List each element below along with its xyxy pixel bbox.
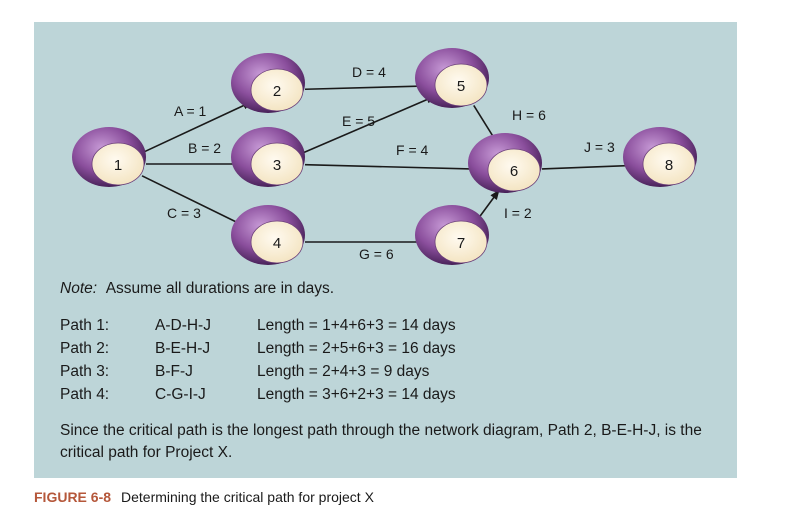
notes-section: Note: Assume all durations are in days. …: [60, 278, 750, 480]
assumption-note: Note: Assume all durations are in days.: [60, 278, 750, 300]
edge-label: I = 2: [504, 205, 532, 221]
edge-label: E = 5: [342, 113, 375, 129]
path-length: Length = 2+5+6+3 = 16 days: [257, 340, 456, 357]
edge-6-8: [541, 161, 642, 170]
edge-label: C = 3: [167, 205, 201, 221]
path-row: Path 3: B-F-J Length = 2+4+3 = 9 days: [60, 360, 750, 383]
edge-label: J = 3: [584, 139, 615, 155]
path-row: Path 4: C-G-I-J Length = 3+6+2+3 = 14 da…: [60, 383, 750, 406]
node-5: 5: [415, 48, 489, 108]
edge-label: B = 2: [188, 140, 221, 156]
path-length: Length = 3+6+2+3 = 14 days: [257, 386, 456, 403]
edge-3-5: [301, 95, 437, 155]
node-6: 6: [468, 133, 542, 193]
edge-2-5: [304, 82, 434, 91]
node-face: [250, 68, 304, 112]
node-face: [642, 142, 696, 186]
node-label: 6: [510, 163, 518, 180]
node-label: 4: [273, 235, 281, 252]
node-1: 1: [72, 127, 146, 187]
diagram-panel: A = 1 B = 2 C = 3 D = 4 E = 5 F = 4 G = 6 H = 6…: [34, 22, 737, 478]
node-face: [91, 142, 145, 186]
node-face: [434, 220, 488, 264]
node-3: 3: [231, 127, 305, 187]
node-label: 8: [665, 157, 673, 174]
conclusion-text: Since the critical path is the longest p…: [60, 422, 702, 461]
node-4: 4: [231, 205, 305, 265]
path-length: Length = 2+4+3 = 9 days: [257, 363, 430, 380]
path-name: Path 1:: [60, 317, 110, 334]
note-text: Assume all durations are in days.: [105, 280, 334, 297]
edge-3-6: [304, 163, 487, 174]
path-name: Path 3:: [60, 363, 110, 380]
node-label: 5: [457, 78, 465, 95]
paths-list: Path 1: A-D-H-J Length = 1+4+6+3 = 14 da…: [60, 314, 750, 406]
node-face: [487, 148, 541, 192]
path-name: Path 2:: [60, 340, 110, 357]
path-length: Length = 1+4+6+3 = 14 days: [257, 317, 456, 334]
node-7: 7: [415, 205, 489, 265]
path-sequence: B-F-J: [155, 363, 193, 380]
network-diagram: A = 1 B = 2 C = 3 D = 4 E = 5 F = 4 G = 6 H = 6…: [72, 48, 697, 265]
path-name: Path 4:: [60, 386, 110, 403]
edge-label: H = 6: [512, 107, 546, 123]
edge-1-2: [142, 101, 253, 154]
node-face: [250, 220, 304, 264]
node-label: 7: [457, 235, 465, 252]
node-label: 2: [273, 83, 281, 100]
edge-label: F = 4: [396, 142, 429, 158]
path-row: Path 1: A-D-H-J Length = 1+4+6+3 = 14 da…: [60, 314, 750, 337]
path-sequence: C-G-I-J: [155, 386, 206, 403]
node-face: [434, 63, 488, 107]
edge-label: D = 4: [352, 64, 386, 80]
caption-text: Determining the critical path for projec…: [121, 489, 374, 505]
path-row: Path 2: B-E-H-J Length = 2+5+6+3 = 16 da…: [60, 337, 750, 360]
figure-number: FIGURE 6-8: [34, 489, 112, 505]
node-label: 1: [114, 157, 122, 174]
edges-layer: A = 1 B = 2 C = 3 D = 4 E = 5 F = 4 G = 6 H = 6…: [141, 64, 642, 262]
note-label: Note:: [60, 280, 98, 297]
path-sequence: B-E-H-J: [155, 340, 211, 357]
path-sequence: A-D-H-J: [155, 317, 211, 334]
edge-label: G = 6: [359, 246, 394, 262]
nodes-layer: 1 2 3 4 5 6 7 8: [72, 48, 697, 265]
figure-caption: FIGURE 6-8 Determining the critical path …: [34, 489, 374, 505]
edge-label: A = 1: [174, 103, 207, 119]
node-face: [250, 142, 304, 186]
node-8: 8: [623, 127, 697, 187]
node-label: 3: [273, 157, 281, 174]
edge-1-4: [141, 175, 253, 231]
node-2: 2: [231, 53, 305, 113]
